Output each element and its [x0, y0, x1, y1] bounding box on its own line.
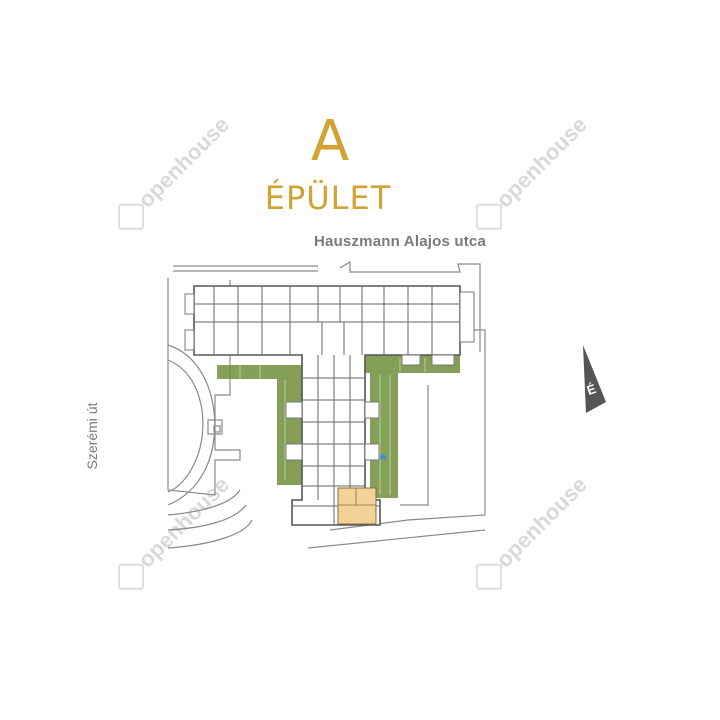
street-label-top: Hauszmann Alajos utca — [314, 233, 487, 250]
fountain-icon — [380, 454, 386, 460]
site-outline — [167, 260, 486, 549]
building-block — [193, 285, 461, 526]
garden-paths — [239, 358, 426, 495]
garden-area — [217, 355, 460, 498]
highlighted-apartment — [337, 487, 377, 525]
building-title: ÉPÜLET — [264, 179, 392, 217]
building-letter: A — [310, 109, 350, 174]
north-arrow-icon — [583, 345, 606, 413]
balconies — [184, 291, 475, 461]
apartment-walls — [194, 286, 460, 525]
